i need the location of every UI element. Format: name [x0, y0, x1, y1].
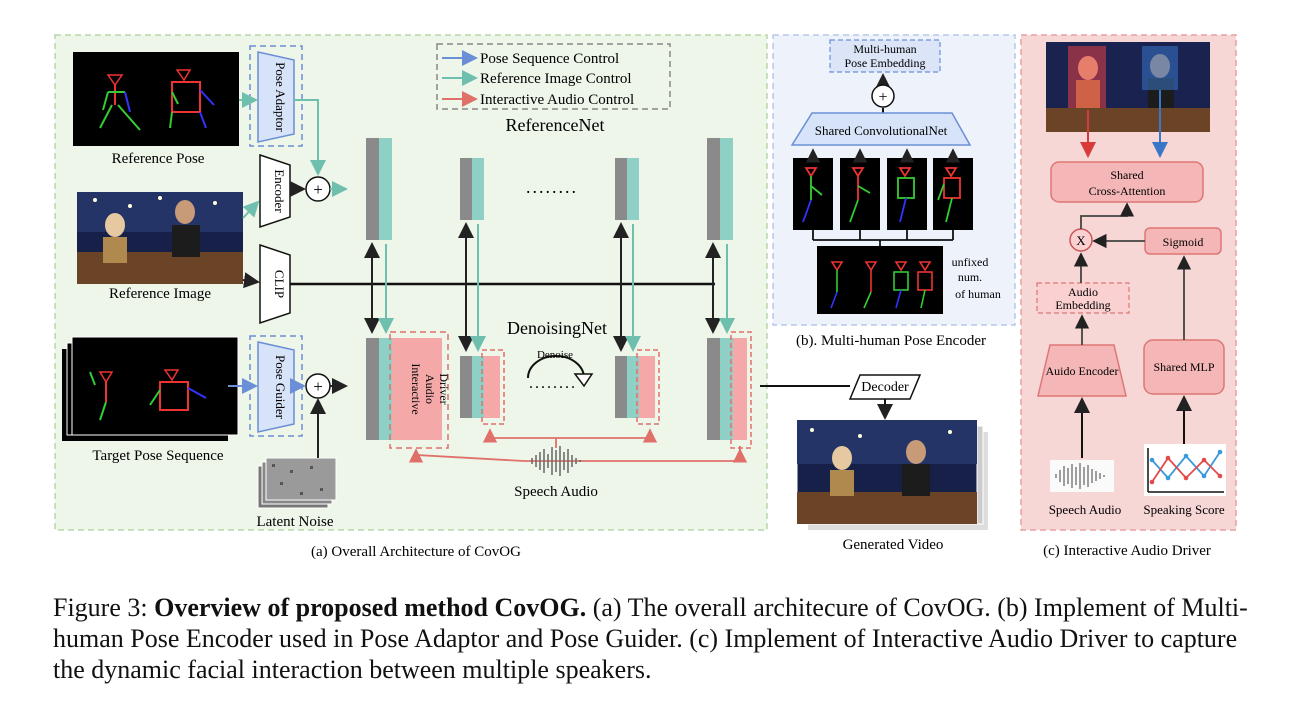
denoise-loop-arrowhead — [573, 373, 594, 388]
cross-attention-label-line-2: Cross-Attention — [1089, 184, 1166, 198]
denoisingnet-label: DenoisingNet — [507, 318, 607, 338]
interactive-audio-driver-dashed-box — [389, 331, 449, 449]
shared-convnet-block — [790, 112, 972, 146]
pose-adaptor-label: Pose Adaptor — [273, 62, 288, 132]
legend-box — [436, 43, 671, 110]
figure-caption-bold: Overview of proposed method CovOG. — [154, 593, 587, 622]
audio-encoder-block — [1037, 344, 1127, 397]
legend-pose-label: Pose Sequence Control — [480, 51, 619, 67]
audio-embedding-label-line-1: Audio — [1068, 285, 1098, 299]
reference-denoising-connectors — [364, 222, 735, 352]
referencenet-block-3 — [615, 158, 639, 220]
denoisingnet-block-4 — [707, 338, 747, 440]
audio-encoder-label: Auido Encoder — [1046, 364, 1119, 378]
clip-label: CLIP — [272, 270, 287, 298]
target-pose-sequence-image — [62, 336, 239, 441]
reference-pose-label: Reference Pose — [112, 151, 205, 167]
figure-caption-rest: (a) The overall architecure of CovOG. (b… — [53, 593, 1248, 684]
unfixed-label-line-1: unfixed — [952, 255, 989, 269]
svg-text:Interactive: Interactive — [409, 363, 423, 414]
figure-caption-prefix: Figure 3: — [53, 593, 155, 622]
speaking-score-plot — [1144, 444, 1226, 496]
speech-audio-waveform-a — [531, 446, 581, 476]
svg-text:Audio: Audio — [423, 374, 437, 404]
audio-embedding-box — [1036, 282, 1130, 314]
panel-b-add-symbol: + — [878, 89, 887, 106]
pose-embedding-label-line-1: Multi-human — [853, 42, 916, 56]
svg-text:Driver: Driver — [437, 373, 451, 404]
target-pose-sequence-label: Target Pose Sequence — [92, 448, 223, 464]
multiply-to-attention-arrow — [1080, 202, 1135, 229]
speech-audio-label-a: Speech Audio — [514, 484, 598, 500]
panel-b-add-circle — [871, 84, 895, 108]
figure-caption: Figure 3: Overview of proposed method Co… — [53, 592, 1253, 685]
referencenet-ellipsis: ........ — [526, 177, 578, 197]
denoisingnet-ellipsis: ........ — [529, 375, 577, 392]
speech-audio-routing-arrows — [408, 428, 748, 463]
shared-mlp-label: Shared MLP — [1154, 360, 1215, 374]
denoisingnet-block-3 — [615, 356, 655, 418]
legend-audio-label: Interactive Audio Control — [480, 92, 634, 108]
denoisingnet-block-4-driver-box — [730, 331, 752, 449]
panel-a-caption: (a) Overall Architecture of CovOG — [311, 544, 521, 560]
referencenet-block-1 — [366, 138, 392, 240]
denoisingnet-block-1 — [366, 338, 442, 440]
denoisingnet-block-3-driver-box — [636, 349, 660, 425]
interactive-audio-driver-label: Interactive Audio Driver — [409, 363, 451, 414]
pose-adaptor-block — [257, 51, 295, 143]
audio-embedding-label-line-2: Embedding — [1055, 298, 1110, 312]
architecture-diagram: Pose Sequence Control Reference Image Co… — [54, 34, 1237, 560]
pose-guider-block — [257, 341, 295, 433]
pose-embedding-label-line-2: Pose Embedding — [845, 56, 926, 70]
shared-convnet-label: Shared ConvolutionalNet — [815, 123, 948, 138]
legend-reference-label: Reference Image Control — [480, 71, 632, 87]
speech-audio-waveform-c — [1050, 460, 1114, 492]
panel-c-caption: (c) Interactive Audio Driver — [1043, 543, 1211, 559]
encoder-block — [259, 153, 291, 229]
latent-noise-label: Latent Noise — [256, 514, 333, 530]
denoisingnet-block-2 — [460, 356, 500, 418]
reference-image-label: Reference Image — [109, 286, 211, 302]
reference-pose-image — [73, 52, 239, 146]
reference-image — [77, 192, 243, 284]
referencenet-block-2 — [460, 158, 484, 220]
referencenet-block-4 — [707, 138, 733, 240]
unfixed-label-line-2: num. — [958, 270, 982, 284]
panel-b-pose-crops — [793, 158, 973, 230]
unfixed-label-line-3: of human — [955, 287, 1001, 301]
multiply-symbol: X — [1076, 233, 1086, 248]
cross-attention-label-line-1: Shared — [1110, 168, 1143, 182]
add-symbol-top: + — [313, 180, 323, 199]
sigmoid-label: Sigmoid — [1163, 235, 1204, 249]
generated-video-image — [796, 419, 988, 530]
panel-a-arrows — [228, 92, 715, 458]
pose-guider-label: Pose Guider — [273, 355, 288, 420]
encoder-label: Encoder — [272, 169, 287, 213]
panel-b-arrows — [805, 148, 961, 246]
latent-noise-image — [257, 457, 337, 509]
speech-audio-label-c: Speech Audio — [1049, 502, 1122, 517]
denoise-label: Denoise — [537, 349, 573, 361]
panel-c-talk-show-image — [1046, 42, 1210, 132]
generated-video-label: Generated Video — [843, 537, 944, 553]
shared-cross-attention-block — [1050, 161, 1204, 203]
pose-embedding-box — [829, 39, 941, 73]
clip-block — [259, 243, 291, 325]
speaking-score-label: Speaking Score — [1143, 502, 1224, 517]
add-symbol-bottom: + — [313, 377, 323, 396]
referencenet-label: ReferenceNet — [506, 115, 605, 135]
denoisingnet-block-2-driver-box — [481, 349, 505, 425]
denoise-loop-arrow — [527, 355, 585, 379]
panel-b-multi-human-pose-image — [817, 246, 943, 314]
decoder-block — [848, 374, 922, 400]
decoder-label: Decoder — [861, 380, 909, 395]
panel-b-caption: (b). Multi-human Pose Encoder — [796, 333, 986, 349]
